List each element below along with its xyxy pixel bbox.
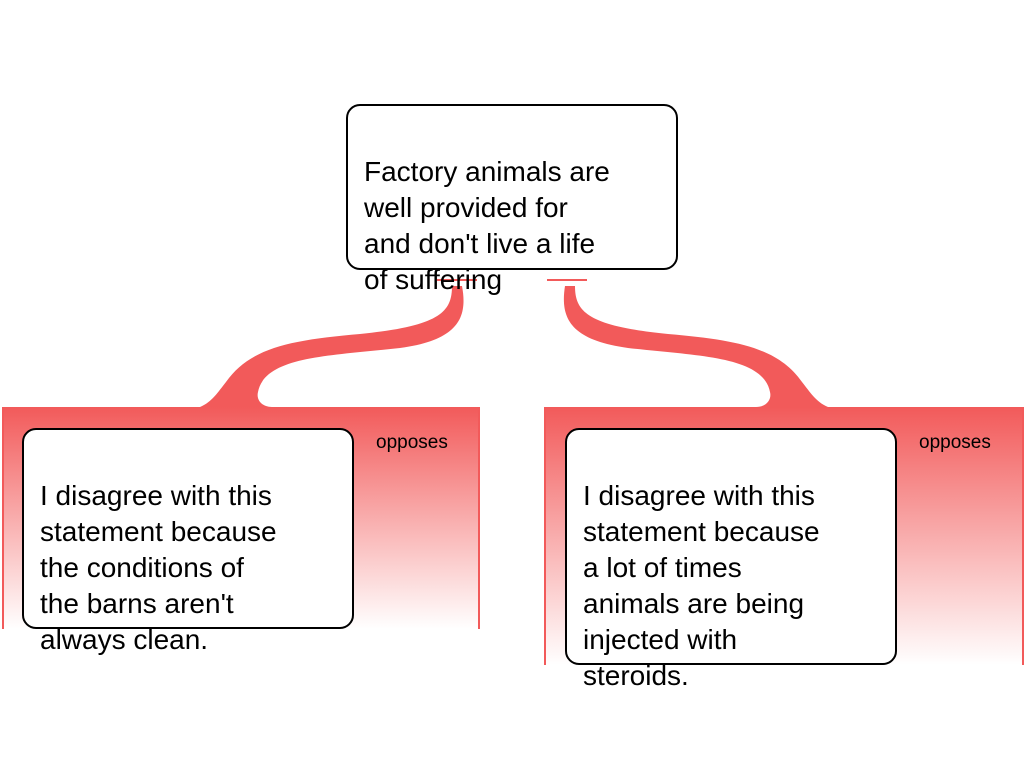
- objection-text-left: I disagree with this statement because t…: [40, 480, 277, 655]
- objection-tag-left: opposes: [376, 432, 448, 453]
- claim-text: Factory animals are well provided for an…: [364, 156, 610, 295]
- claim-anchor-left: [437, 279, 477, 281]
- connector-left: [200, 286, 464, 407]
- claim-anchor-right: [547, 279, 587, 281]
- objection-tag-right: opposes: [919, 432, 991, 453]
- objection-panel-left-right-edge: [478, 407, 480, 629]
- objection-panel-left-left-edge: [2, 407, 4, 629]
- objection-node-left[interactable]: I disagree with this statement because t…: [22, 428, 354, 655]
- connector-right: [563, 286, 828, 407]
- objection-panel-right-right-edge: [1022, 407, 1024, 665]
- objection-text-right: I disagree with this statement because a…: [583, 480, 820, 691]
- claim-node[interactable]: Factory animals are well provided for an…: [346, 104, 678, 295]
- objection-panel-right-left-edge: [544, 407, 546, 665]
- objection-node-right[interactable]: I disagree with this statement because a…: [565, 428, 897, 691]
